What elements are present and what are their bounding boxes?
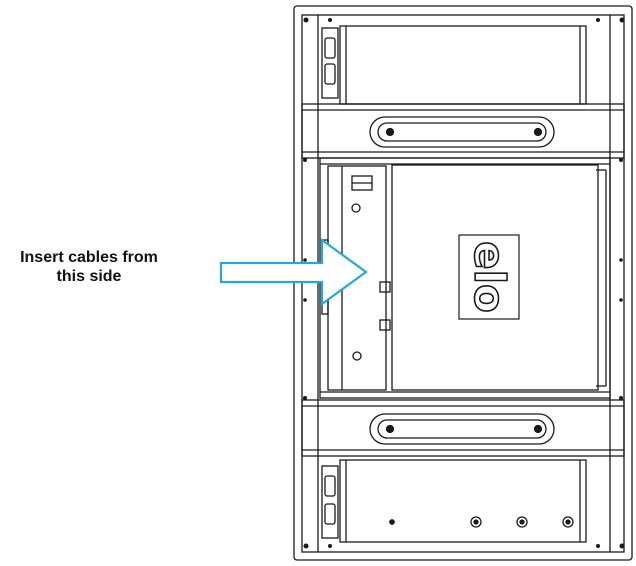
lower-crossbar <box>301 399 625 457</box>
bottom-screws <box>389 516 574 528</box>
screw <box>516 516 528 528</box>
caption-line-2: this side <box>56 268 122 285</box>
bottom-panel <box>339 459 587 543</box>
screw <box>562 516 574 528</box>
screw <box>389 519 395 525</box>
svg-text:elo: elo <box>465 241 514 313</box>
top-panel <box>339 25 587 105</box>
elo-logo: elo <box>458 234 520 320</box>
screw <box>470 516 482 528</box>
upper-crossbar <box>301 103 625 159</box>
insert-arrow <box>219 237 368 307</box>
middle-body <box>319 157 611 399</box>
lower-mount-slot <box>369 413 555 445</box>
controller-box <box>391 164 599 391</box>
upper-mount-slot <box>369 116 555 148</box>
inner-frame <box>301 14 625 553</box>
caption-line-1: Insert cables from <box>20 249 158 266</box>
insert-cables-caption: Insert cables from this side <box>0 248 178 286</box>
